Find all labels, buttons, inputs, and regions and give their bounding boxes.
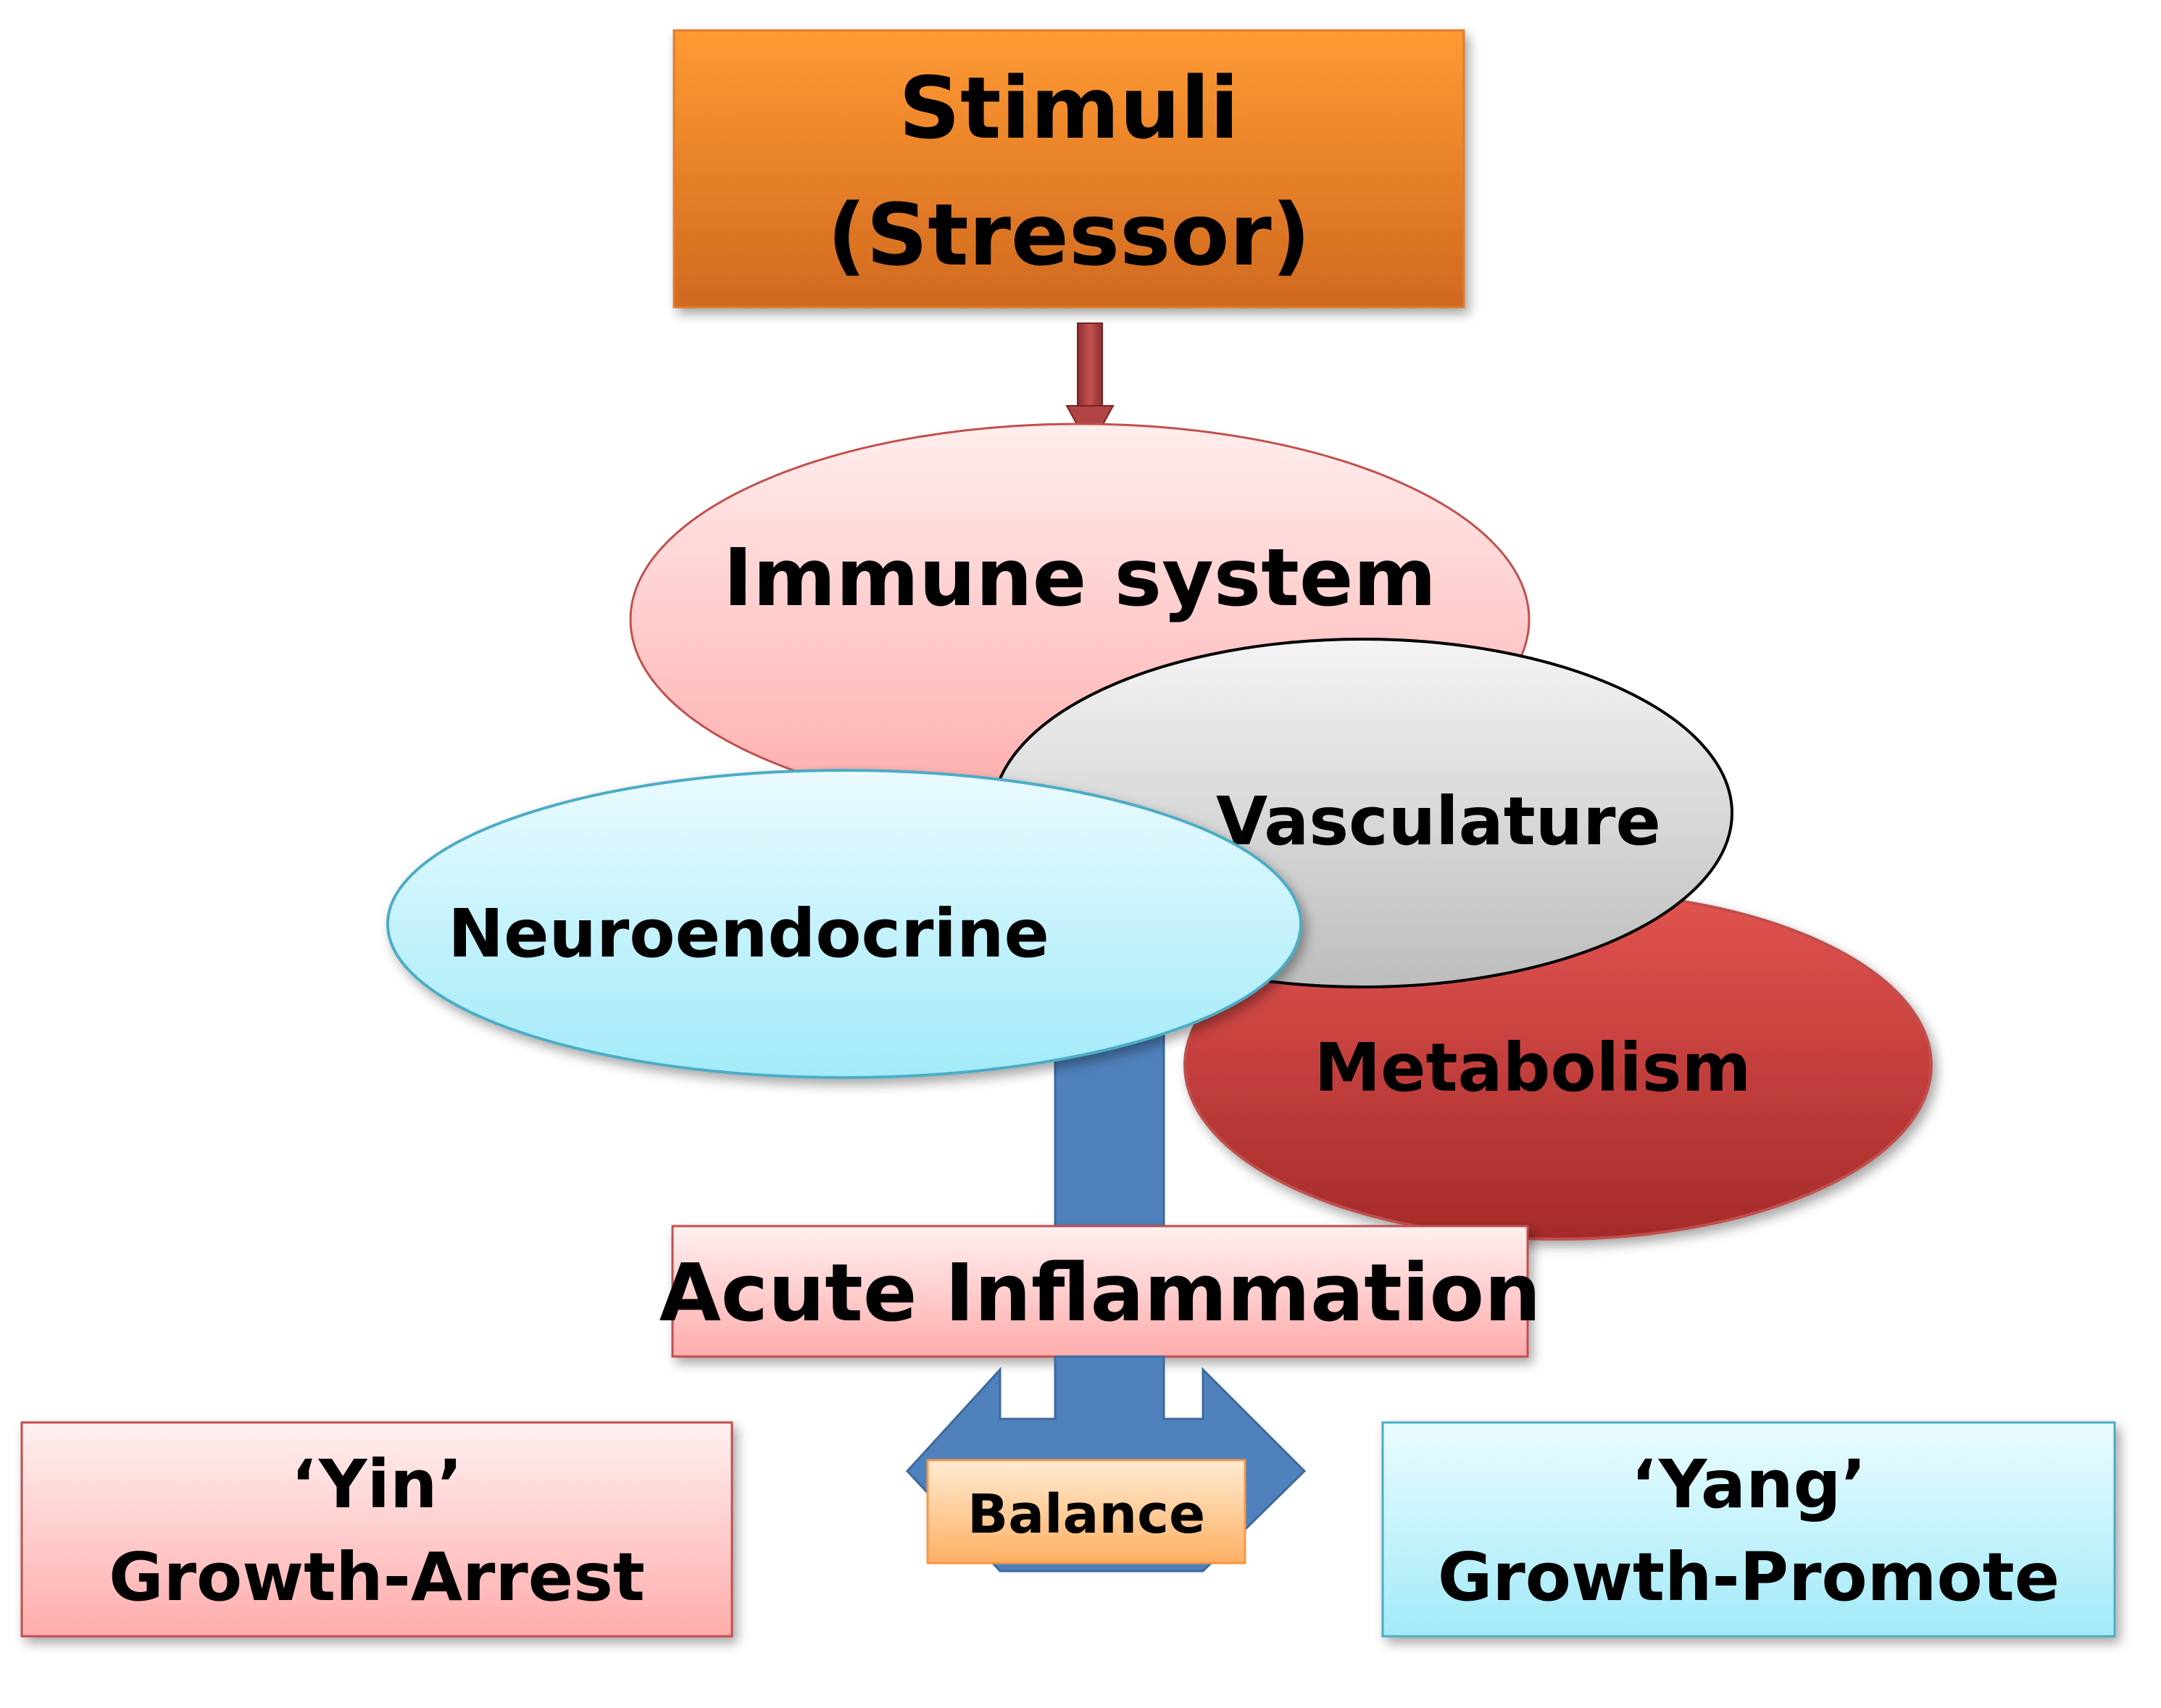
metabolism-label: Metabolism <box>1315 1029 1752 1107</box>
stimuli-label-line2: (Stressor) <box>827 185 1310 285</box>
neuroendocrine-ellipse <box>386 769 1302 1079</box>
neuroendocrine-label: Neuroendocrine <box>448 895 1049 972</box>
yang-label-line1: ‘Yang’ <box>1631 1446 1867 1523</box>
balance-label: Balance <box>967 1483 1205 1546</box>
yin-box <box>20 1421 733 1638</box>
immune-system-label: Immune system <box>723 531 1436 624</box>
yin-label-line2: Growth-Arrest <box>109 1538 645 1616</box>
acute-inflammation-label: Acute Inflammation <box>659 1246 1541 1339</box>
stimuli-label-line1: Stimuli <box>899 58 1239 158</box>
yang-box <box>1381 1421 2116 1638</box>
stimuli-box <box>673 29 1465 309</box>
vasculature-label: Vasculature <box>1216 783 1661 860</box>
yin-label-line1: ‘Yin’ <box>291 1446 463 1523</box>
acute-inflammation-box <box>671 1225 1529 1358</box>
yang-label-line2: Growth-Promote <box>1438 1538 2060 1616</box>
balance-box <box>926 1459 1246 1565</box>
